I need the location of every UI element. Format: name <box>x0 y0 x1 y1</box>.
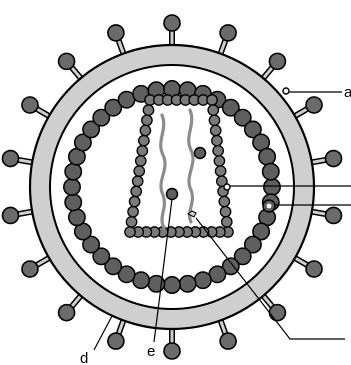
capsid-bead <box>143 105 153 115</box>
capsid-bead <box>219 196 229 206</box>
enzyme-particle-lower <box>167 189 178 200</box>
capsid-bead <box>142 115 152 125</box>
spike-head <box>220 25 236 41</box>
capsid-bead <box>129 196 139 206</box>
matrix-bead <box>195 272 211 288</box>
capsid-bead <box>212 135 222 145</box>
capsid-bead <box>214 156 224 166</box>
matrix-bead <box>69 209 85 225</box>
matrix-marker-center <box>267 204 272 209</box>
capsid-bead <box>137 146 147 156</box>
capsid-bead <box>208 105 218 115</box>
capsid-bead <box>215 166 225 176</box>
enzyme-particle-upper <box>195 148 206 159</box>
capsid-bead <box>210 125 220 135</box>
capsid-bead <box>136 156 146 166</box>
capsid-bead <box>140 125 150 135</box>
spike-head <box>269 305 285 321</box>
capsid-bead <box>209 115 219 125</box>
spike-head <box>326 151 342 167</box>
matrix-bead <box>65 194 81 210</box>
spike-head <box>269 53 285 69</box>
capsid-bead <box>132 176 142 186</box>
spike-head <box>108 25 124 41</box>
matrix-bead <box>64 179 80 195</box>
capsid-bead <box>134 166 144 176</box>
capsid-bead <box>139 135 149 145</box>
capsid-bead <box>213 146 223 156</box>
label-e: e <box>147 343 155 360</box>
capsid-bead <box>125 227 135 237</box>
matrix-bead <box>259 149 275 165</box>
spike-head <box>59 53 75 69</box>
capsid-bead <box>131 186 141 196</box>
label-d: d <box>80 350 88 365</box>
spike-head <box>220 333 236 349</box>
label-a: a <box>344 84 351 101</box>
matrix-bead <box>164 277 180 293</box>
capsid-bead <box>220 206 230 216</box>
spike-head <box>306 97 322 113</box>
capsid-marker-circle <box>224 184 230 190</box>
capsid-bead <box>126 217 136 227</box>
spike-head <box>164 15 180 31</box>
matrix-bead <box>264 179 280 195</box>
spike-head <box>108 333 124 349</box>
spike-head <box>164 343 180 359</box>
capsid-bead <box>128 206 138 216</box>
spike-head <box>59 305 75 321</box>
spike-head <box>2 207 18 223</box>
envelope-marker-circle <box>283 88 289 94</box>
spike-head <box>306 261 322 277</box>
matrix-bead <box>263 163 279 179</box>
matrix-bead <box>179 276 195 292</box>
matrix-bead <box>65 163 81 179</box>
spike-head <box>326 207 342 223</box>
spike-head <box>22 261 38 277</box>
spike-head <box>2 151 18 167</box>
capsid-bead <box>222 217 232 227</box>
spike-head <box>22 97 38 113</box>
capsid-bead <box>207 95 217 105</box>
